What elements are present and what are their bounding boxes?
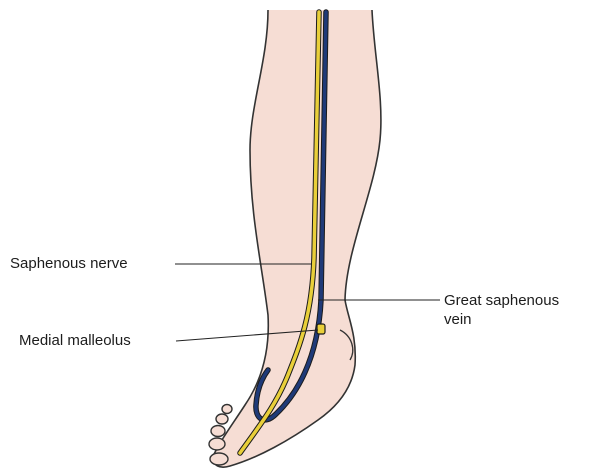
great-saphenous-vein-label-line2: vein (444, 310, 559, 329)
toe-2 (209, 438, 225, 450)
great-saphenous-vein-label-line1: Great saphenous (444, 291, 559, 310)
toe-5 (222, 405, 232, 414)
malleolus-marker (317, 324, 325, 334)
toe-4 (216, 414, 228, 424)
leg-outline (213, 10, 381, 467)
toe-1 (210, 453, 228, 465)
saphenous-nerve-label: Saphenous nerve (10, 255, 128, 273)
great-saphenous-vein-label: Great saphenous vein (444, 291, 559, 329)
medial-malleolus-label: Medial malleolus (19, 332, 131, 350)
toe-3 (211, 426, 225, 437)
